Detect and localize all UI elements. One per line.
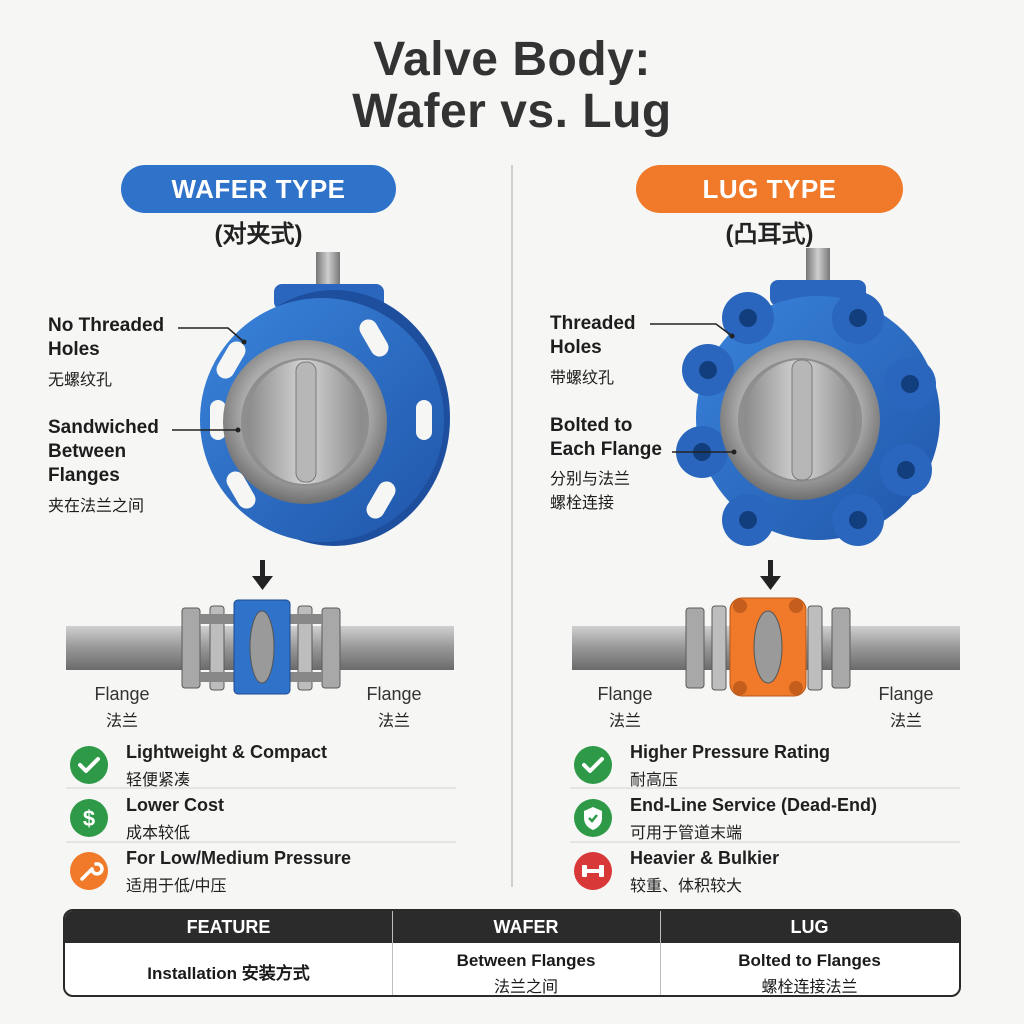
lug-type-chinese: (凸耳式): [725, 221, 814, 248]
wafer-flange-right-label: Flange: [366, 684, 422, 704]
page-title-line1: Valve Body:: [373, 33, 651, 86]
dollar-icon: $: [70, 799, 108, 837]
table-header: FEATURE WAFER LUG: [65, 911, 959, 943]
center-divider: [511, 165, 513, 887]
wafer-type-chinese: (对夹式): [214, 221, 303, 248]
wafer-flange-left-cn: 法兰: [105, 713, 138, 730]
header-feature: FEATURE: [186, 917, 271, 937]
lug-feature-heavier: Heavier & Bulkier 较重、体积较大: [574, 848, 964, 900]
lug-callout-threaded-holes-cn: 带螺纹孔: [550, 370, 615, 387]
table-divider: [392, 911, 393, 995]
wafer-flange-right-cn: 法兰: [377, 713, 410, 730]
page-title-line2: Wafer vs. Lug: [352, 85, 672, 138]
lug-callout-bolted: Bolted to Each Flange: [550, 415, 662, 460]
lug-flange-right-label: Flange: [878, 684, 934, 704]
wafer-valve-drawing: [200, 252, 450, 546]
table-cell-wafer: Between Flanges 法兰之间: [456, 951, 596, 996]
lug-flange-left-label: Flange: [597, 684, 653, 704]
lug-flange-right-cn: 法兰: [889, 713, 922, 730]
wafer-feature-lower-cost: $ Lower Cost 成本较低: [70, 795, 460, 847]
table-cell-lug: Bolted to Flanges 螺栓连接法兰: [738, 951, 881, 996]
wafer-callout-sandwiched-cn: 夹在法兰之间: [48, 498, 145, 515]
checkmark-icon: [574, 746, 612, 784]
wafer-pipe-assembly: [66, 599, 454, 695]
wafer-callout-no-threaded-holes: No Threaded Holes: [48, 315, 165, 360]
lug-callout-bolted-cn: 分别与法兰 螺栓连接: [550, 471, 631, 512]
wrench-icon: [70, 852, 108, 890]
shield-check-icon: [574, 799, 612, 837]
wafer-callout-no-threaded-holes-cn: 无螺纹孔: [48, 372, 113, 389]
lug-feature-higher-pressure: Higher Pressure Rating 耐高压: [574, 742, 964, 794]
wafer-feature-lightweight: Lightweight & Compact 轻便紧凑: [70, 742, 460, 794]
header-wafer: WAFER: [493, 917, 559, 937]
lug-pipe-assembly: [572, 597, 960, 697]
lug-callout-threaded-holes: Threaded Holes: [550, 313, 636, 358]
lug-valve-drawing: [676, 248, 940, 546]
table-divider: [660, 911, 661, 995]
wafer-flange-left-label: Flange: [94, 684, 150, 704]
wafer-type-badge: WAFER TYPE: [121, 165, 396, 213]
svg-text:$: $: [83, 806, 95, 831]
lug-feature-end-line: End-Line Service (Dead-End) 可用于管道末端: [574, 795, 964, 847]
header-lug: LUG: [790, 917, 829, 937]
table-cell-feature: Installation 安装方式: [147, 964, 310, 983]
dumbbell-icon: [574, 852, 612, 890]
wafer-feature-pressure: For Low/Medium Pressure 适用于低/中压: [70, 848, 460, 900]
checkmark-icon: [70, 746, 108, 784]
lug-type-badge: LUG TYPE: [636, 165, 903, 213]
lug-flange-left-cn: 法兰: [608, 713, 641, 730]
comparison-table: FEATURE WAFER LUG Installation 安装方式 Betw…: [63, 909, 961, 997]
wafer-callout-sandwiched: Sandwiched Between Flanges: [48, 417, 159, 486]
